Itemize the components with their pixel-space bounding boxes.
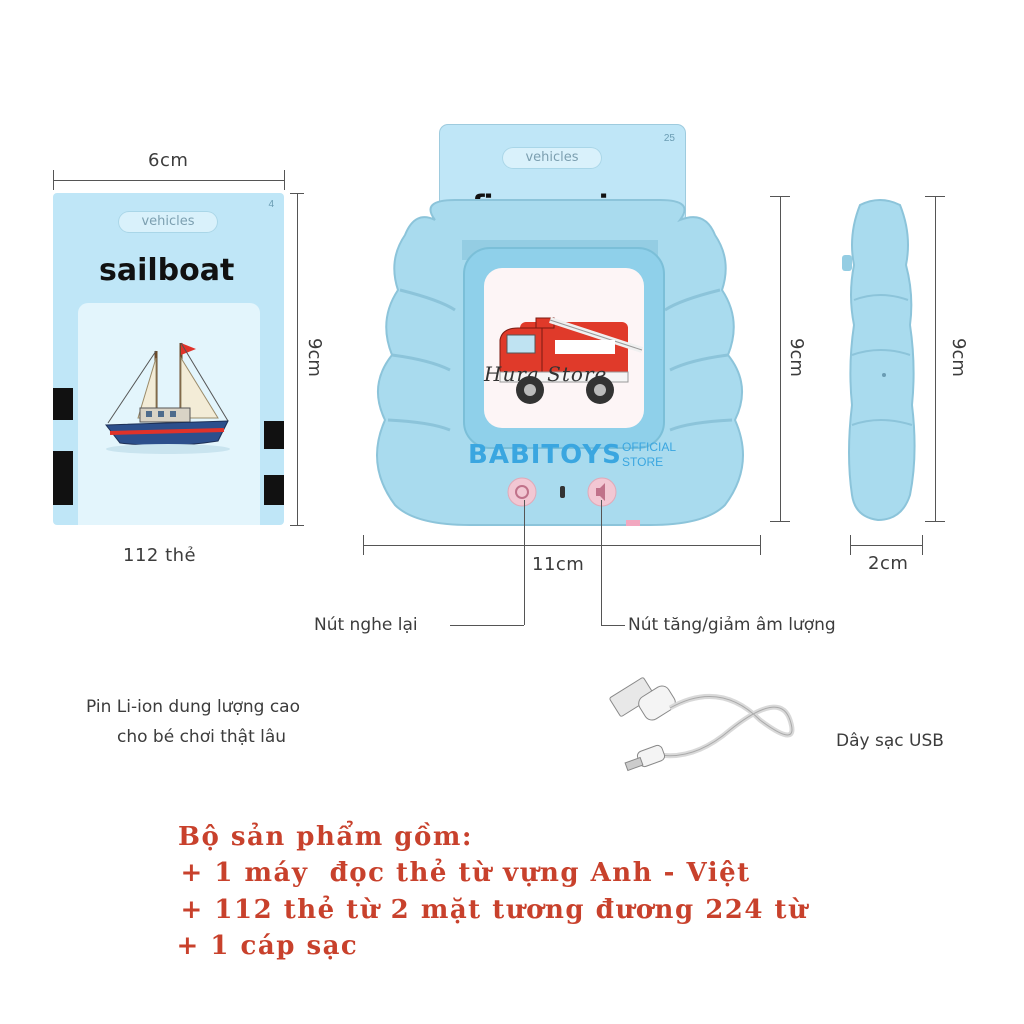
flashcard-sailboat: vehicles 4 sailboat — [53, 193, 284, 525]
brand-subtitle: OFFICIAL STORE — [622, 440, 676, 470]
device-width-tick-right — [760, 535, 761, 555]
card-stripe — [264, 421, 284, 449]
card-width-dimension-line — [53, 180, 284, 181]
device-width-label: 11cm — [532, 554, 585, 575]
card-picture-panel — [78, 303, 260, 525]
device-height-tick-bottom — [770, 521, 790, 522]
card-category-text: vehicles — [141, 214, 195, 229]
package-item: + 1 máy đọc thẻ từ vựng Anh - Việt — [170, 858, 751, 888]
volume-button-label: Nút tăng/giảm âm lượng — [628, 615, 836, 635]
device-card-category-pill: vehicles — [502, 147, 602, 169]
card-count-label: 112 thẻ — [123, 545, 197, 566]
device-card-category-text: vehicles — [525, 150, 579, 165]
side-height-dimension-line — [935, 196, 936, 521]
side-height-tick-bottom — [925, 521, 945, 522]
replay-callout-leader — [450, 625, 524, 626]
card-height-tick-bottom — [290, 525, 304, 526]
replay-button-label: Nút nghe lại — [314, 615, 418, 635]
sailboat-illustration — [105, 342, 230, 454]
device-height-dimension-line — [780, 196, 781, 521]
battery-note-line1: Pin Li-ion dung lượng cao — [86, 697, 300, 717]
card-stripe — [53, 388, 73, 420]
watermark-text: Hura Store — [484, 362, 608, 386]
package-item: + 112 thẻ từ 2 mặt tương đương 224 từ — [170, 895, 809, 925]
side-depth-tick-right — [922, 535, 923, 555]
device-height-tick-top — [770, 196, 790, 197]
card-width-label: 6cm — [148, 150, 189, 171]
card-width-tick-left — [53, 170, 54, 190]
device-width-tick-left — [363, 535, 364, 555]
side-depth-dimension-line — [850, 545, 922, 546]
card-word: sailboat — [99, 253, 235, 288]
card-reader-device — [376, 199, 744, 526]
card-height-label: 9cm — [304, 338, 325, 377]
package-title: Bộ sản phẩm gồm: — [178, 822, 473, 852]
device-width-dimension-line — [363, 545, 760, 546]
side-height-label: 9cm — [948, 338, 969, 377]
side-height-tick-top — [925, 196, 945, 197]
usb-cable-label: Dây sạc USB — [836, 731, 944, 751]
brand-sub-official: OFFICIAL — [622, 440, 677, 454]
card-height-tick-top — [290, 193, 304, 194]
brand-sub-store: STORE — [622, 455, 664, 469]
card-stripe — [53, 451, 73, 505]
card-category-pill: vehicles — [118, 211, 218, 233]
brand-logo: BABITOYS — [468, 440, 622, 470]
battery-note-line2: cho bé chơi thật lâu — [117, 727, 287, 747]
card-stripe — [264, 475, 284, 505]
side-depth-label: 2cm — [868, 553, 909, 574]
device-height-label: 9cm — [786, 338, 807, 377]
side-depth-tick-left — [850, 535, 851, 555]
replay-callout-line — [524, 500, 525, 625]
volume-callout-line — [601, 500, 602, 625]
device-card-number: 25 — [663, 133, 675, 144]
card-height-dimension-line — [297, 193, 298, 525]
device-side-view — [842, 199, 916, 522]
card-number: 4 — [268, 199, 274, 210]
usb-cable-icon — [609, 677, 795, 772]
card-width-tick-right — [284, 170, 285, 190]
package-item: + 1 cáp sạc — [166, 931, 359, 961]
volume-callout-leader — [601, 625, 625, 626]
